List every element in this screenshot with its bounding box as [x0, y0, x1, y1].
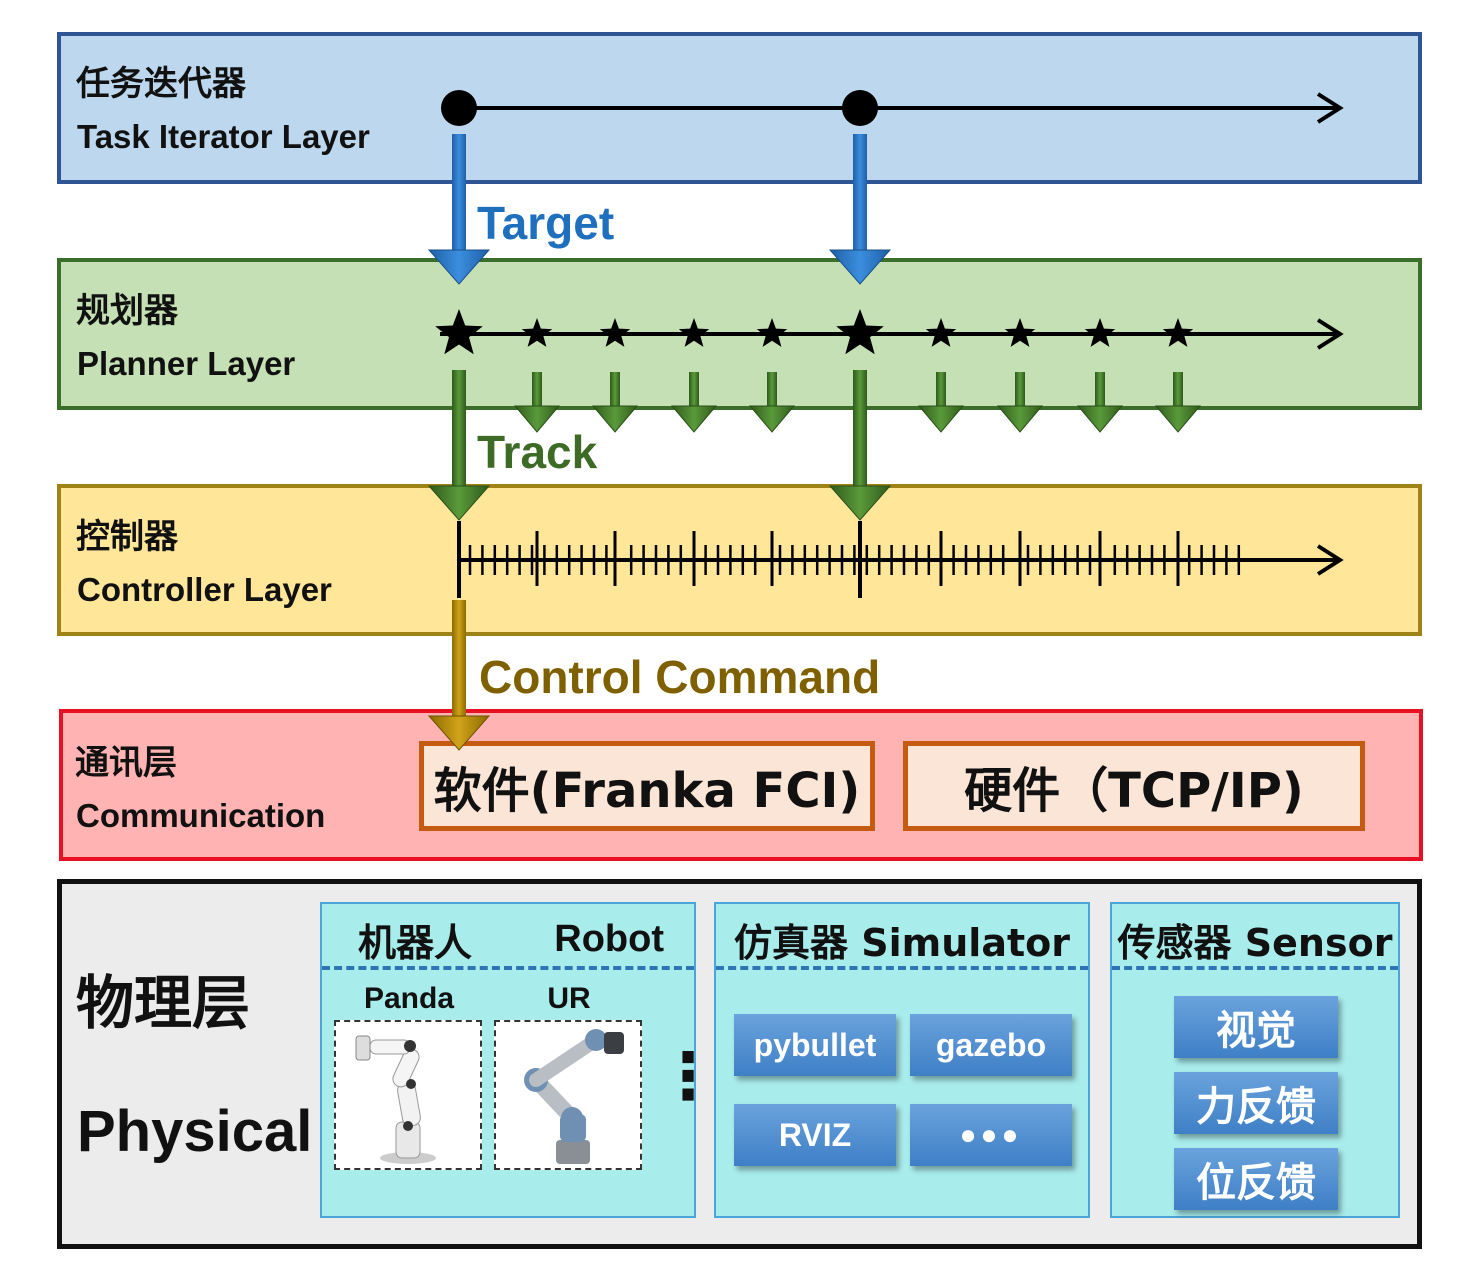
task-layer-title-zh: 任务迭代器 [76, 64, 246, 104]
more-robots-ellipsis: ⋮ [656, 1040, 720, 1112]
more-simulators-tag: ●●● [910, 1104, 1072, 1166]
planner-layer-title-zh: 规划器 [76, 291, 178, 331]
track-arrow-6 [996, 372, 1044, 433]
track-arrow-7 [1076, 372, 1124, 433]
track-arrow-4 [748, 372, 796, 433]
communication-layer-title-zh: 通讯层 [75, 743, 177, 783]
track-arrow-8-shaft [1173, 372, 1183, 406]
planner-waypoint-star-6 [1004, 318, 1036, 347]
target-arrow-2-head [828, 249, 892, 285]
robot-title-en: Robot [554, 917, 664, 960]
track-arrow-1 [513, 372, 561, 433]
controller-layer-title-zh: 控制器 [76, 517, 178, 557]
planner-waypoint-star-1 [521, 318, 553, 347]
physical-layer-title-zh: 物理层 [76, 969, 251, 1037]
command-arrow [427, 600, 491, 751]
planner-waypoint-star-4 [756, 318, 788, 347]
ur-label: UR [547, 982, 591, 1015]
track-arrow-7-head [1076, 405, 1124, 433]
simulator-divider [716, 966, 1088, 970]
vision-sensor-tag: 视觉 [1174, 996, 1338, 1058]
track-arrow-main-2-shaft [853, 370, 867, 486]
controller-timeline-axis-head [1316, 544, 1344, 576]
command-arrow-shaft [452, 600, 466, 716]
ur-robot-icon [524, 1029, 624, 1164]
track-arrow-1-shaft [532, 372, 542, 406]
track-arrow-main-1 [427, 370, 491, 521]
track-arrow-7-shaft [1095, 372, 1105, 406]
simulator-title: 仿真器 Simulator [734, 920, 1070, 965]
gazebo-tag: gazebo [910, 1014, 1072, 1076]
communication-layer-title-en: Communication [76, 797, 326, 834]
task-node-1 [441, 90, 477, 126]
track-arrow-5 [917, 372, 965, 433]
track-arrow-4-head [748, 405, 796, 433]
track-arrow-3-shaft [689, 372, 699, 406]
planner-layer-title-en: Planner Layer [77, 345, 296, 382]
track-flow-label: Track [477, 426, 598, 478]
target-arrow-1-shaft [452, 134, 466, 250]
planner-waypoint-star-8 [1162, 318, 1194, 347]
track-arrow-main-1-shaft [452, 370, 466, 486]
track-arrow-5-shaft [936, 372, 946, 406]
planner-timeline-axis-head [1316, 318, 1344, 350]
track-arrow-1-head [513, 405, 561, 433]
robot-divider [322, 966, 694, 970]
track-arrow-4-shaft [767, 372, 777, 406]
track-arrow-2 [591, 372, 639, 433]
robot-title-zh: 机器人 [358, 920, 473, 965]
task-timeline-axis-head [1316, 92, 1344, 124]
track-arrow-main-2-head [828, 485, 892, 521]
track-arrow-2-head [591, 405, 639, 433]
track-arrow-6-shaft [1015, 372, 1025, 406]
track-arrow-3-head [670, 405, 718, 433]
physical-layer-title-en: Physical [77, 1099, 313, 1164]
track-arrow-8 [1154, 372, 1202, 433]
planner-waypoint-star-7 [1084, 318, 1116, 347]
target-arrow-2-shaft [853, 134, 867, 250]
command-flow-label: Control Command [479, 651, 881, 703]
task-layer-title-en: Task Iterator Layer [77, 118, 370, 155]
task-node-2 [842, 90, 878, 126]
planner-waypoint-star-3 [678, 318, 710, 347]
ur-robot-image [494, 1020, 642, 1170]
software-fci-box: 软件(Franka FCI) [419, 741, 875, 831]
planner-target-star-2 [836, 309, 884, 355]
planner-waypoint-star-5 [925, 318, 957, 347]
rviz-tag: RVIZ [734, 1104, 896, 1166]
robot-panel: 机器人 Robot Panda UR ⋮ [320, 902, 720, 1218]
controller-layer-title-en: Controller Layer [77, 571, 332, 608]
target-flow-label: Target [477, 197, 615, 249]
panda-robot-icon [355, 1035, 436, 1164]
track-arrow-main-2 [828, 370, 892, 521]
track-arrow-2-shaft [610, 372, 620, 406]
planner-waypoint-star-2 [599, 318, 631, 347]
track-arrow-3 [670, 372, 718, 433]
track-arrow-8-head [1154, 405, 1202, 433]
sensor-divider [1112, 966, 1398, 970]
planner-target-star-1 [435, 309, 483, 355]
target-arrow-1 [427, 134, 491, 285]
track-arrow-6-head [996, 405, 1044, 433]
sensor-title: 传感器 Sensor [1117, 920, 1393, 965]
hardware-tcpip-box: 硬件（TCP/IP) [903, 741, 1365, 831]
track-arrow-5-head [917, 405, 965, 433]
target-arrow-1-head [427, 249, 491, 285]
panda-robot-image [334, 1020, 482, 1170]
command-arrow-head [427, 715, 491, 751]
simulator-panel: 仿真器 Simulator pybullet gazebo RVIZ ●●● [714, 902, 1090, 1218]
pybullet-tag: pybullet [734, 1014, 896, 1076]
track-arrow-main-1-head [427, 485, 491, 521]
sensor-panel: 传感器 Sensor 视觉 力反馈 位反馈 [1110, 902, 1400, 1218]
panda-label: Panda [363, 982, 455, 1015]
target-arrow-2 [828, 134, 892, 285]
force-feedback-tag: 力反馈 [1174, 1072, 1338, 1134]
position-feedback-tag: 位反馈 [1174, 1148, 1338, 1210]
